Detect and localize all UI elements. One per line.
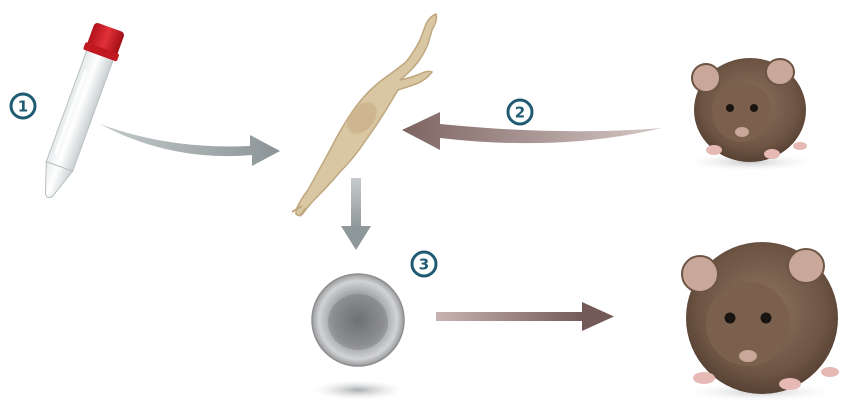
step-1-number: 1 (18, 98, 28, 116)
mouse-icon (680, 58, 820, 172)
step-2-badge: 2 (508, 100, 532, 124)
mouse-icon (680, 242, 840, 402)
arrow-round-cell-to-mouse (436, 302, 614, 331)
step-1-badge: 1 (11, 94, 35, 118)
step-3-number: 3 (419, 256, 429, 274)
arrow-cell-to-round-cell (341, 178, 371, 250)
test-tube-icon (31, 21, 127, 203)
arrow-tube-to-cell (100, 124, 280, 166)
fibroblast-cell-icon (292, 14, 437, 216)
step-3-badge: 3 (412, 252, 436, 276)
round-cell-icon (312, 274, 404, 400)
step-2-number: 2 (515, 104, 525, 122)
